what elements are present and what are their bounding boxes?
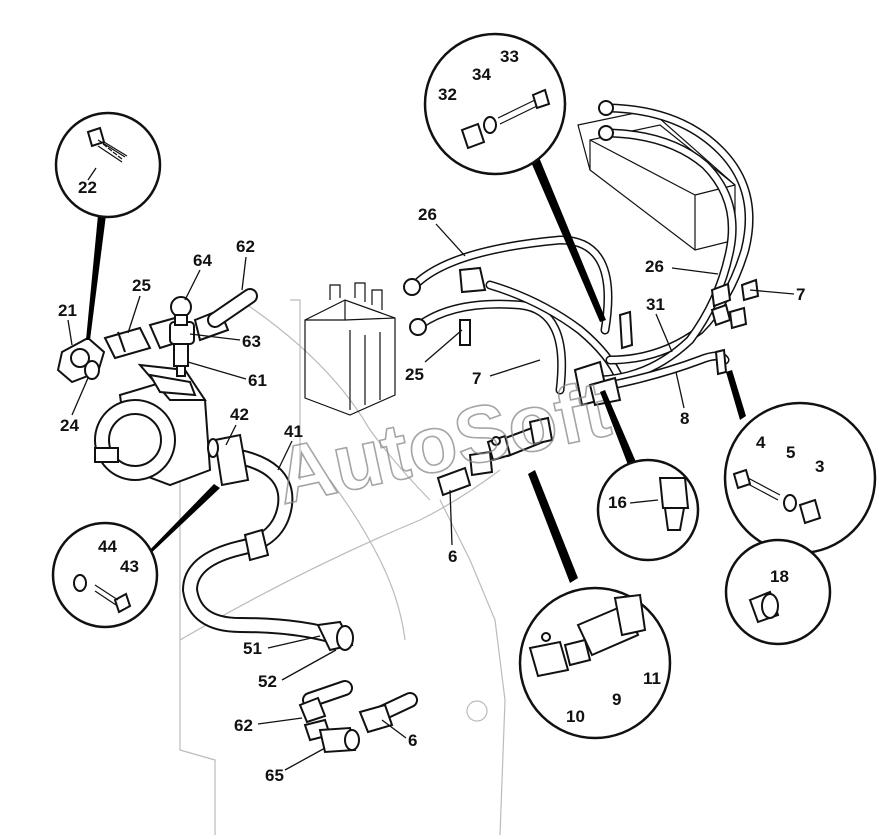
callout-65: 65: [265, 766, 284, 785]
callout-24: 24: [60, 416, 79, 435]
detail-10-9-11: 10 9 11: [518, 470, 672, 740]
pump-inlet-fittings: [56, 288, 258, 384]
callout-44: 44: [98, 537, 117, 556]
detail-4-5-3: 4 5 3: [723, 370, 877, 555]
callout-25b: 25: [405, 365, 424, 384]
callout-11: 11: [643, 669, 661, 688]
callout-32: 32: [438, 85, 457, 104]
callout-31: 31: [646, 295, 665, 314]
callout-8: 8: [680, 409, 689, 428]
callout-7a: 7: [472, 369, 481, 388]
callout-5: 5: [786, 443, 795, 462]
callout-43: 43: [120, 557, 139, 576]
callout-18: 18: [770, 567, 789, 586]
callout-62b: 62: [234, 716, 253, 735]
watermark: AutoSoft: [268, 364, 617, 521]
valve-block: [304, 282, 396, 416]
detail-22: 22: [54, 111, 162, 340]
callout-9: 9: [612, 690, 621, 709]
callout-51: 51: [243, 639, 262, 658]
callout-42: 42: [230, 405, 249, 424]
callout-62a: 62: [236, 237, 255, 256]
callout-41: 41: [284, 422, 303, 441]
callout-16: 16: [608, 493, 627, 512]
suction-tube: [182, 433, 354, 652]
callout-52: 52: [258, 672, 277, 691]
main-callouts: 21 24 25 64 62 63 61 42 41 51 52 62 65 6…: [58, 205, 805, 785]
callout-64: 64: [193, 251, 212, 270]
callout-22: 22: [78, 178, 97, 197]
callout-26b: 26: [645, 257, 664, 276]
callout-10: 10: [566, 707, 585, 726]
callout-6a: 6: [448, 547, 457, 566]
callout-63: 63: [242, 332, 261, 351]
callout-33: 33: [500, 47, 519, 66]
callout-26a: 26: [418, 205, 437, 224]
callout-6b: 6: [408, 731, 417, 750]
hydraulic-pump: [94, 363, 212, 487]
callout-4: 4: [756, 433, 766, 452]
detail-32-34-33: 32 34 33: [423, 32, 606, 322]
callout-61: 61: [248, 371, 267, 390]
callout-3: 3: [815, 457, 824, 476]
callout-21: 21: [58, 301, 77, 320]
detail-16: 16: [596, 390, 700, 562]
filter-fitting-assembly: [436, 360, 622, 497]
hydraulic-pipes: [403, 100, 760, 395]
callout-34: 34: [472, 65, 491, 84]
detail-44-43: 44 43: [51, 484, 220, 629]
lower-hoses: [298, 680, 418, 754]
chassis-outline: [179, 299, 506, 836]
detail-18: 18: [724, 538, 832, 646]
callout-7b: 7: [796, 285, 805, 304]
callout-25a: 25: [132, 276, 151, 295]
